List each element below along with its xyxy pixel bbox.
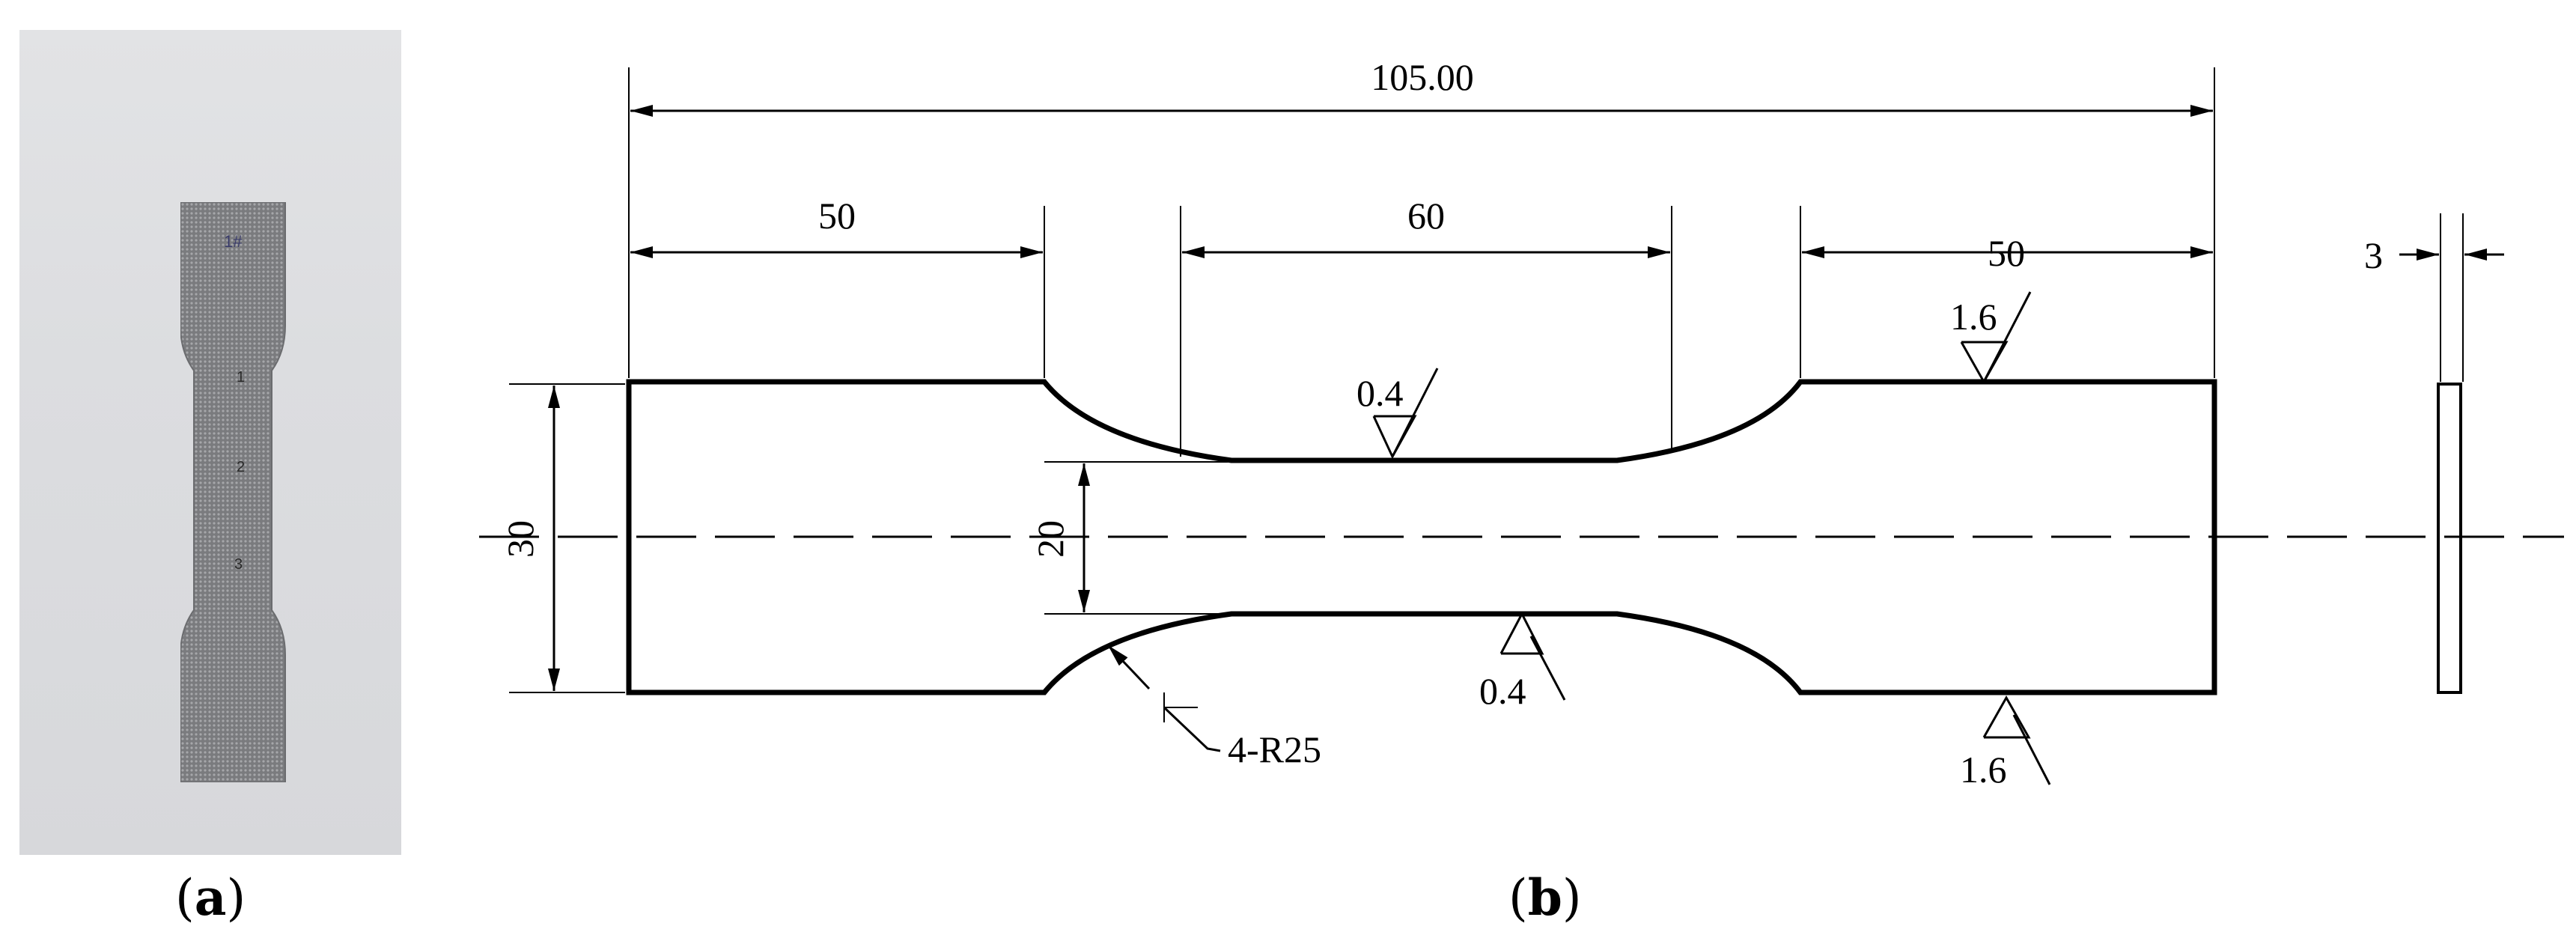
specimen-mark-4: 3 [234, 556, 243, 573]
roughness-symbol-gauge-top [1372, 368, 1439, 460]
roughness-gauge-top: 0.4 [1356, 372, 1404, 414]
dim-grip-right: 50 [1988, 232, 2025, 274]
specimen-photo-drawing: 1# 1 2 3 [180, 202, 286, 782]
dim-overall-length: 105.00 [1371, 56, 1474, 98]
dim-thickness: 3 [2364, 234, 2383, 276]
roughness-grip-top: 1.6 [1950, 296, 1997, 338]
specimen-photo: 1# 1 2 3 [19, 30, 401, 855]
caption-a: (a) [175, 868, 246, 927]
extension-lines [509, 67, 2464, 693]
specimen-mark-3: 2 [237, 459, 245, 475]
roughness-gauge-bottom: 0.4 [1479, 670, 1526, 712]
specimen-mark-1: 1# [224, 232, 243, 251]
dimension-lines [548, 105, 2504, 691]
dim-grip-width: 30 [499, 520, 541, 558]
caption-b-letter: b [1527, 868, 1562, 927]
roughness-symbol-grip-bottom [1982, 695, 2051, 785]
specimen-mark-2: 1 [237, 369, 245, 386]
specimen-side-view [2437, 383, 2462, 694]
dim-gauge-width: 20 [1029, 520, 1071, 558]
caption-a-letter: a [194, 868, 227, 927]
roughness-symbol-gauge-bottom [1499, 611, 1566, 701]
caption-b: (b) [1508, 868, 1582, 927]
roughness-grip-bottom: 1.6 [1960, 749, 2007, 791]
specimen-outline [626, 379, 2217, 695]
fillet-leader [1106, 644, 1221, 752]
specimen-body [180, 202, 286, 782]
fillet-radius-label: 4-R25 [1228, 728, 1321, 770]
dim-gauge-length: 60 [1407, 195, 1445, 237]
dim-grip-left: 50 [818, 195, 856, 237]
roughness-symbol-grip-top [1960, 291, 2032, 385]
